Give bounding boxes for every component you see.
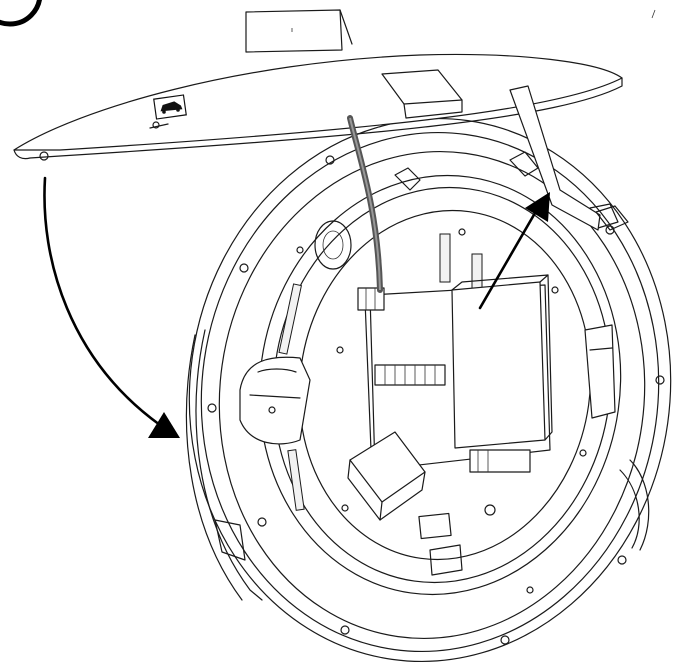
- power-module: [451, 274, 553, 449]
- relay-cube: [347, 431, 426, 521]
- terminal-block: [357, 287, 452, 540]
- straight-arrow-icon: [478, 192, 550, 310]
- terminal-strips: [278, 233, 483, 511]
- cover-lid: [13, 9, 623, 161]
- base-housing: [185, 117, 672, 663]
- rim-screws: [207, 155, 665, 645]
- step-circle-icon: [0, 0, 42, 27]
- curved-arrow-icon: [43, 176, 180, 438]
- car-sticker-icon: [153, 94, 187, 120]
